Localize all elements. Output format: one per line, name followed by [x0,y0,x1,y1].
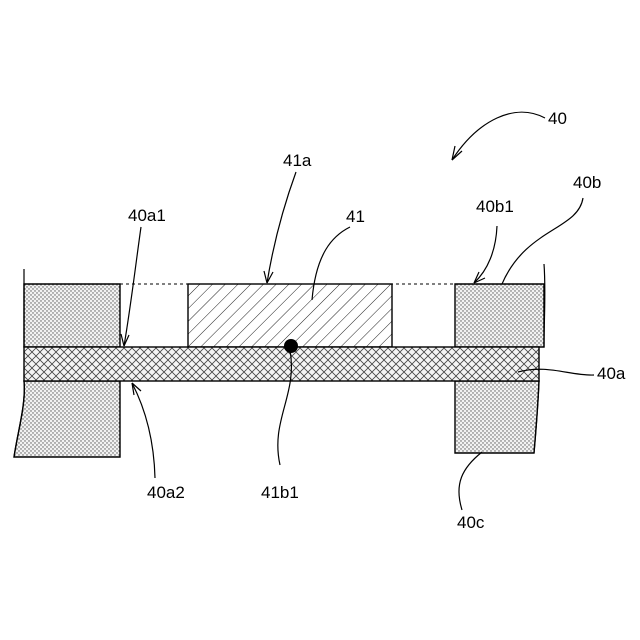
label-41a: 41a [283,151,312,170]
label-40b1: 40b1 [476,197,514,216]
label-41: 41 [346,207,365,226]
leader-40a1 [124,227,141,346]
leader-40a2 [132,383,155,478]
label-40a1: 40a1 [128,206,166,225]
leader-41a [267,172,296,283]
left-frame-upper-block [24,284,120,347]
label-41b1: 41b1 [261,483,299,502]
contact-point-dot [284,339,298,353]
left-frame-lower-block [14,381,120,457]
label-40c: 40c [457,513,485,532]
plate-layer [24,347,539,381]
leader-40b [502,198,583,284]
label-40: 40 [548,109,567,128]
label-40a: 40a [597,364,626,383]
label-40a2: 40a2 [147,483,185,502]
label-40b: 40b [573,173,601,192]
right-frame-lower-block [455,381,539,453]
leader-40c [459,452,482,510]
right-frame-upper-block [455,284,544,347]
chip-block [188,284,392,347]
leader-40 [452,112,545,160]
